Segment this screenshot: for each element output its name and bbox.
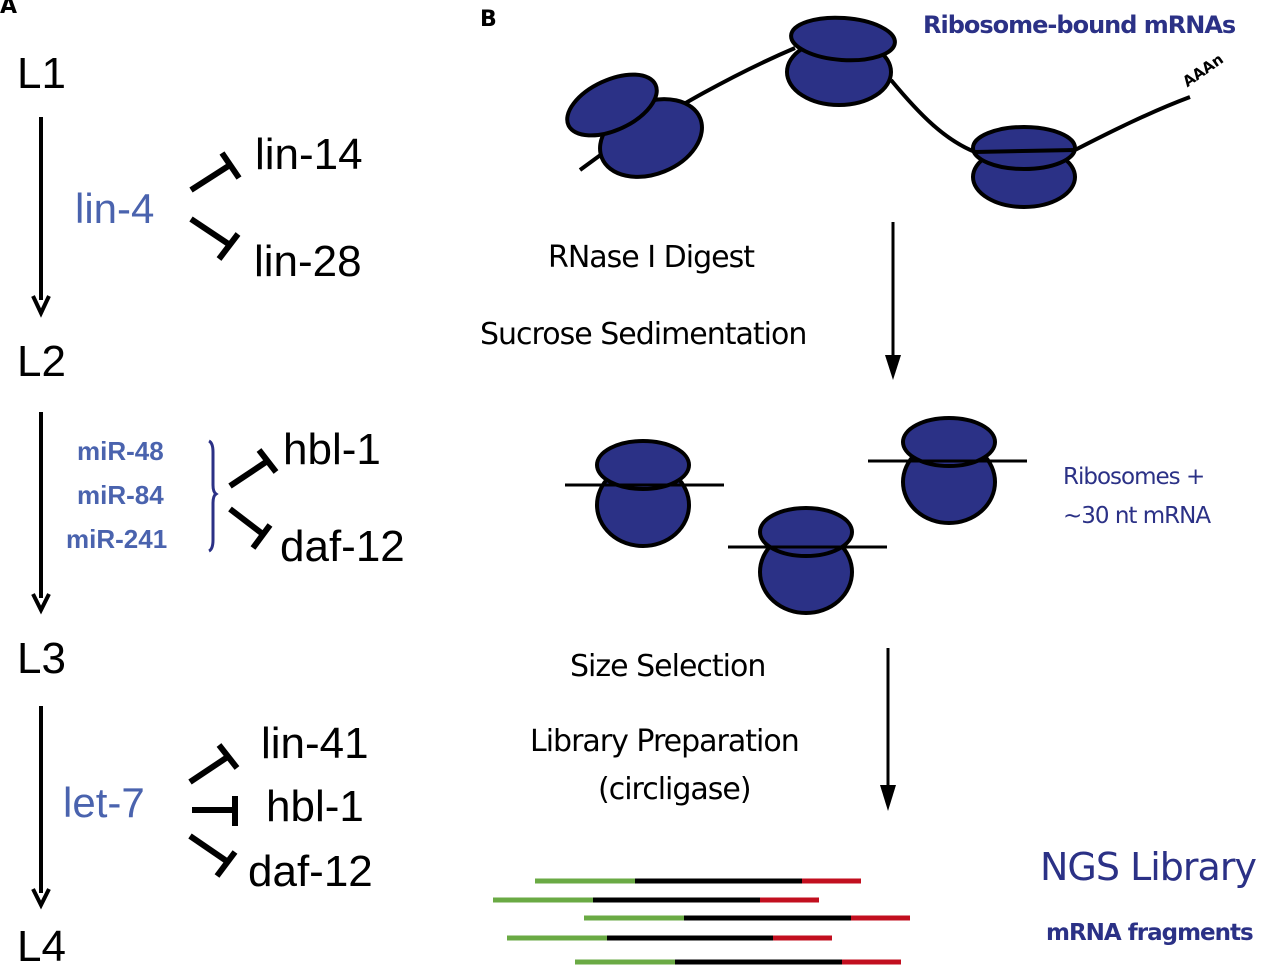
- inhibit-lin-4-lin-14-icon: [189, 151, 242, 193]
- panel-a-letter: A: [0, 0, 18, 19]
- polysome-ribosome-1: [565, 72, 704, 179]
- monosome-2: [728, 506, 887, 615]
- process-arrow-1: [885, 222, 901, 380]
- mrna-fragments-label: mRNA fragments: [1046, 920, 1254, 946]
- polysome-ribosome-3: [971, 125, 1077, 209]
- target-lin-41-label: lin-41: [261, 719, 369, 768]
- mirna-mir-241-label: miR-241: [66, 524, 168, 554]
- step-circligase: (circligase): [598, 772, 752, 807]
- monosome-3: [868, 416, 1027, 525]
- target-lin-28-label: lin-28: [254, 237, 362, 286]
- ngs-library-title: NGS Library: [1040, 845, 1257, 889]
- target-lin-14-label: lin-14: [255, 130, 363, 179]
- process-arrow-2: [880, 648, 896, 811]
- timeline-arrow-l1-l2: [31, 117, 51, 318]
- panel-b-letter: B: [480, 7, 497, 32]
- stage-l4-label: L4: [17, 922, 66, 971]
- stage-l2-label: L2: [17, 337, 66, 386]
- ribosome-bound-mrnas-label: Ribosome-bound mRNAs: [923, 11, 1236, 39]
- ribosomes-label-line2: ~30 nt mRNA: [1063, 503, 1211, 529]
- mirna-mir-48-label: miR-48: [77, 436, 164, 466]
- inhibit-mirs-hbl-1-icon: [228, 448, 279, 489]
- step-size-selection: Size Selection: [570, 649, 766, 684]
- mrna-strand-segment: [889, 78, 976, 154]
- stage-l1-label: L1: [17, 49, 66, 98]
- target-daf-12-label: daf-12: [280, 522, 405, 571]
- mirna-bracket: [208, 439, 219, 553]
- inhibit-mirs-daf-12-icon: [228, 506, 273, 550]
- inhibit-let-7-hbl-1-icon: [192, 796, 238, 826]
- step-sucrose-sedimentation: Sucrose Sedimentation: [480, 317, 807, 352]
- mrna-strand-3prime: [1074, 95, 1191, 152]
- mirna-let-7-label: let-7: [63, 779, 145, 826]
- mirna-lin-4-label: lin-4: [75, 185, 155, 232]
- target-daf-12-label: daf-12: [248, 847, 373, 896]
- inhibit-lin-4-lin-28-icon: [189, 216, 241, 261]
- mirna-mir-84-label: miR-84: [77, 480, 164, 510]
- timeline-arrow-l2-l3: [31, 412, 51, 615]
- monosome-1: [565, 439, 724, 548]
- step-library-preparation: Library Preparation: [530, 724, 800, 759]
- stage-l3-label: L3: [17, 634, 66, 683]
- target-hbl-1-label: hbl-1: [283, 425, 381, 474]
- step-rnase-digest: RNase I Digest: [548, 240, 755, 275]
- mrna-through-ribosome-3: [974, 148, 1076, 154]
- inhibit-let-7-daf-12-icon: [188, 833, 238, 878]
- target-hbl-1-label: hbl-1: [266, 782, 364, 831]
- ribosomes-label-line1: Ribosomes +: [1063, 464, 1205, 490]
- polysome-ribosome-2: [785, 15, 897, 107]
- inhibit-let-7-lin-41-icon: [188, 743, 240, 785]
- timeline-arrow-l3-l4: [31, 706, 51, 910]
